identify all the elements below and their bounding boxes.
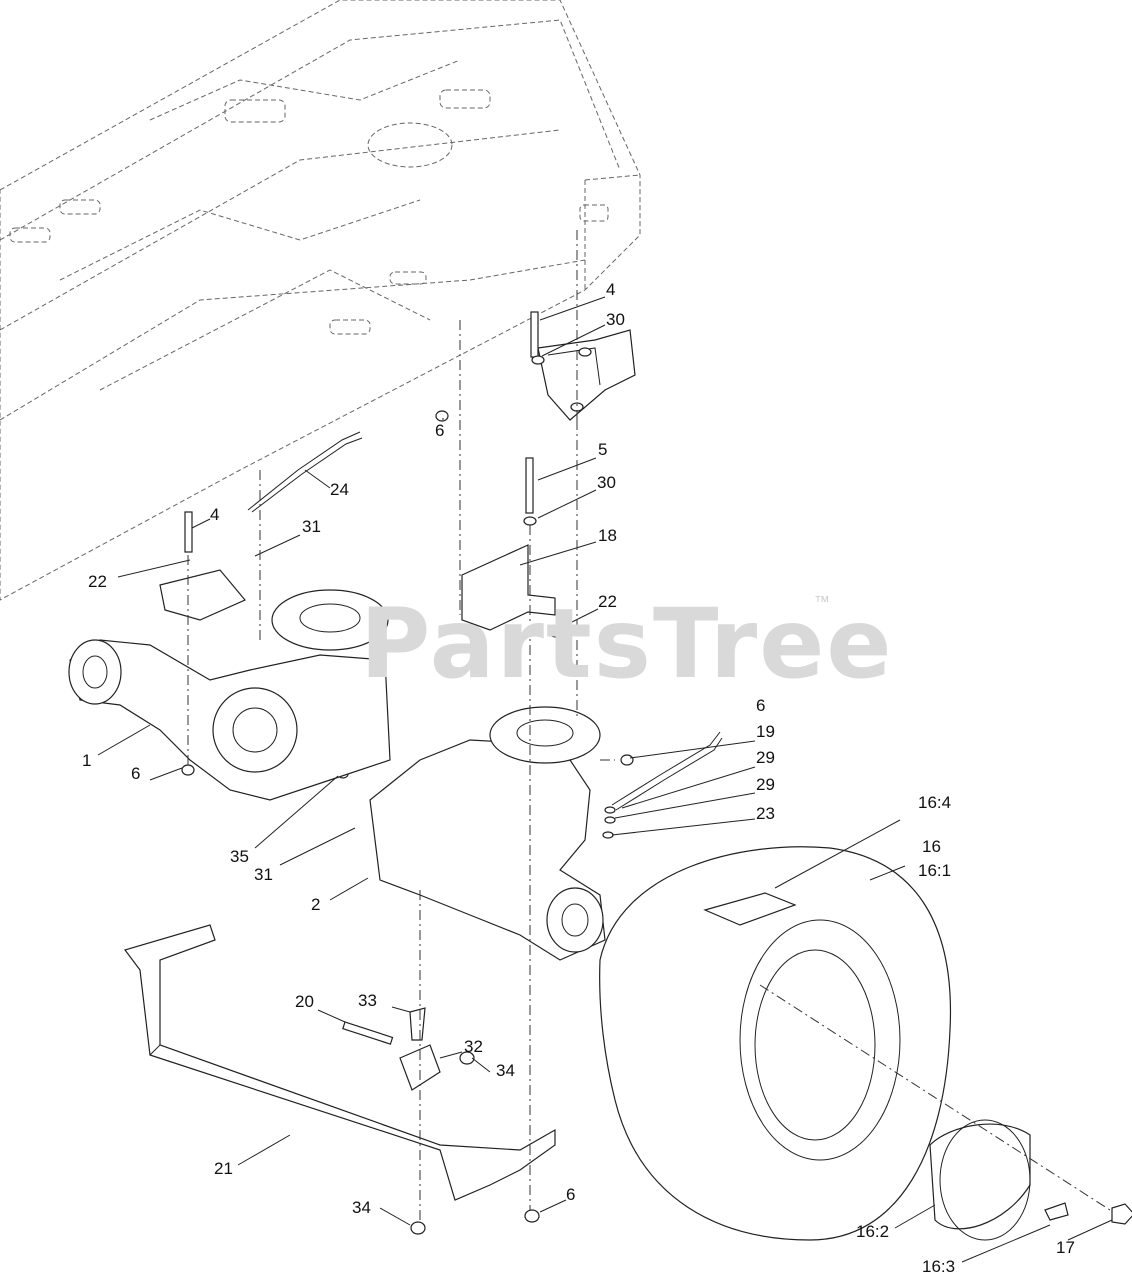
callout: 16:2 — [856, 1222, 890, 1241]
callout: 19 — [756, 722, 775, 741]
watermark: PartsTree — [360, 588, 894, 700]
callout: 24 — [330, 480, 349, 499]
callout: 20 — [295, 992, 314, 1011]
leader-lines — [97, 296, 1113, 1263]
control-rods — [247, 431, 723, 811]
cross-bracket-21 — [124, 924, 556, 1201]
assembly-lines — [187, 230, 1111, 1220]
callout: 6 — [566, 1185, 576, 1204]
callout: 4 — [210, 505, 220, 524]
trademark-symbol: ™ — [814, 594, 830, 611]
callout: 4 — [606, 280, 616, 299]
callout: 6 — [131, 764, 141, 783]
callout: 6 — [435, 421, 445, 440]
bracket-32 — [399, 1044, 441, 1091]
left-transaxle-1 — [68, 569, 391, 801]
callout: 32 — [464, 1037, 483, 1056]
callout: 22 — [598, 592, 617, 611]
hydro-bracket-18 — [461, 544, 556, 631]
callout: 16:4 — [918, 793, 952, 812]
callout: 17 — [1056, 1238, 1075, 1257]
callout: 6 — [756, 696, 766, 715]
callout: 16:3 — [922, 1257, 956, 1276]
callout: 30 — [597, 473, 616, 492]
chassis-frame — [0, 0, 641, 601]
callout: 34 — [352, 1198, 371, 1217]
callout: 18 — [598, 526, 617, 545]
callout: 5 — [598, 440, 608, 459]
callout: 35 — [230, 847, 249, 866]
callout: 1 — [82, 751, 92, 770]
callout: 33 — [358, 991, 377, 1010]
callout: 29 — [756, 775, 775, 794]
callout: 29 — [756, 748, 775, 767]
callout: 16:1 — [918, 861, 952, 880]
callout: 34 — [496, 1061, 515, 1080]
callout: 23 — [756, 804, 775, 823]
tire-16 — [599, 846, 1031, 1241]
callout: 2 — [311, 895, 321, 914]
callout: 21 — [214, 1159, 233, 1178]
callout: 16 — [922, 837, 941, 856]
callout: 31 — [254, 865, 273, 884]
callout: 22 — [88, 572, 107, 591]
callout: 31 — [302, 517, 321, 536]
fasteners — [181, 311, 1132, 1235]
upper-mount-bracket — [537, 329, 636, 421]
callout: 30 — [606, 310, 625, 329]
right-transaxle-2 — [369, 706, 606, 961]
